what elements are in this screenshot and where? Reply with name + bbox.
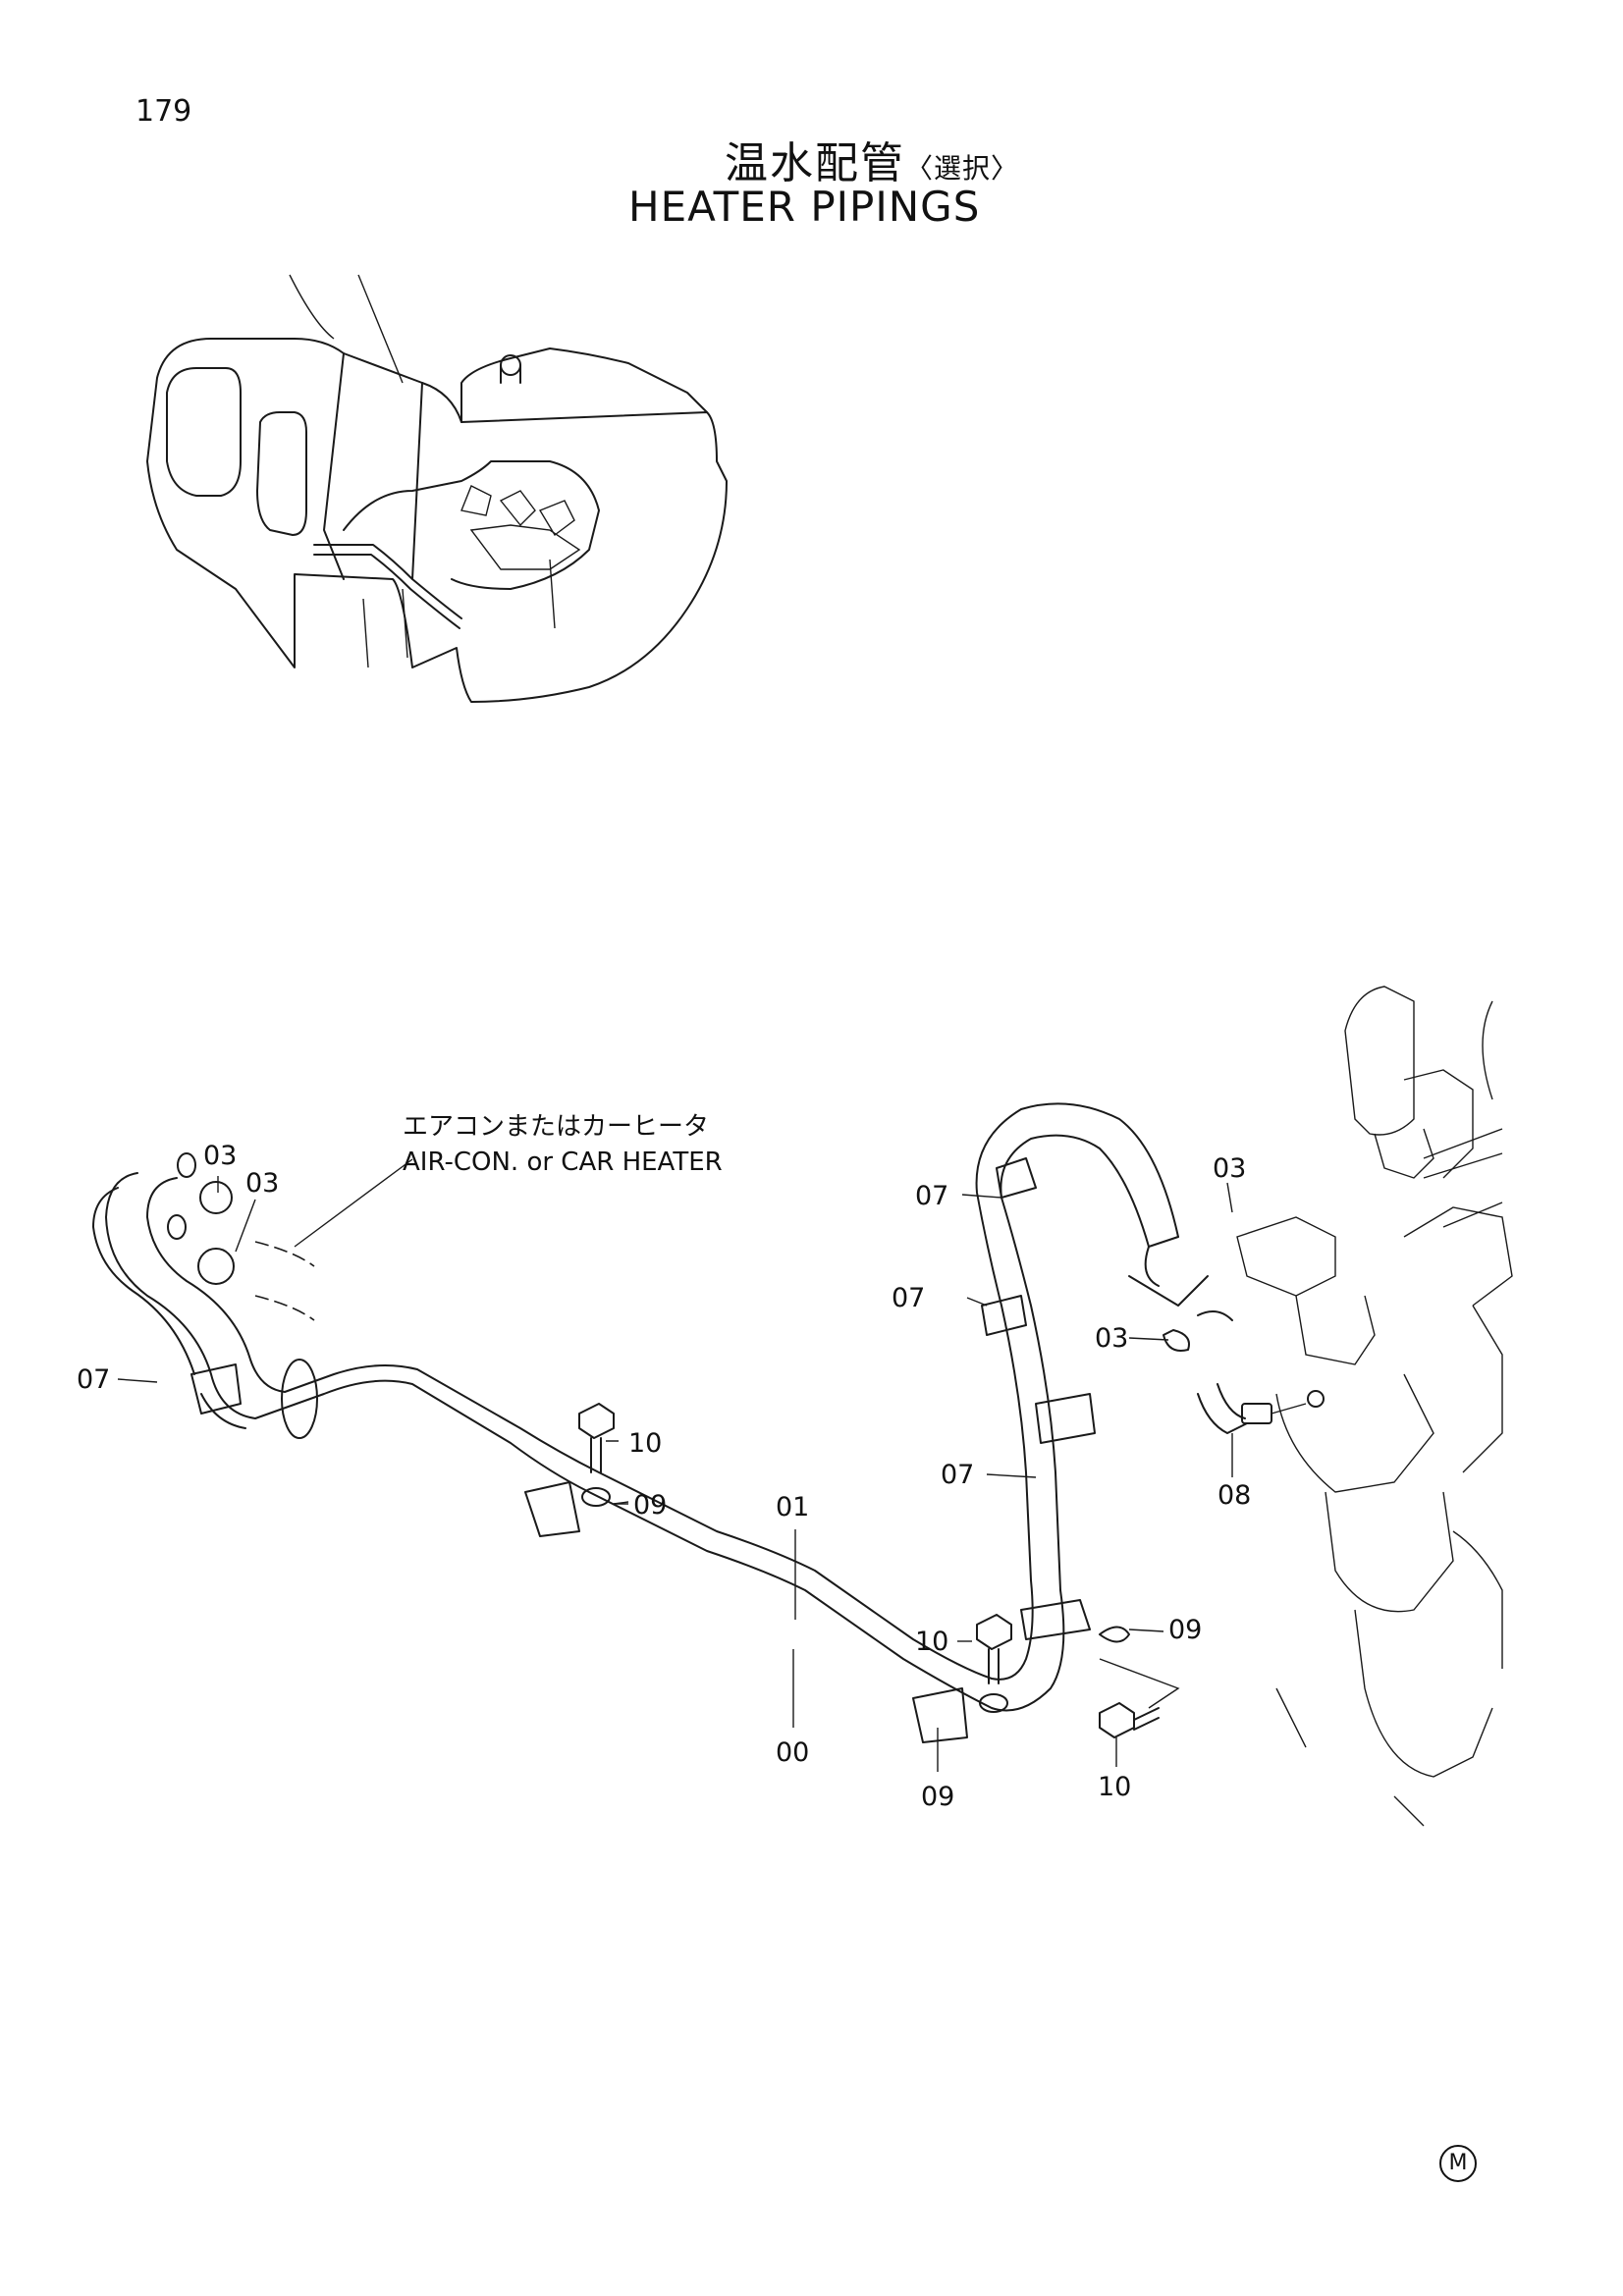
part-label-01: 01 [776,1492,810,1522]
engine-outline [1236,986,1513,1827]
part-label-10: 10 [1098,1772,1132,1802]
callout-leader-line [294,1158,413,1248]
excavator-overview [146,274,728,703]
page-title-en: HEATER PIPINGS [628,183,981,231]
bolt-3 [1099,1702,1160,1738]
part-label-03: 03 [203,1141,238,1171]
part-label-00: 00 [776,1737,810,1768]
m-mark-badge: M [1439,2145,1477,2182]
page-number: 179 [135,94,192,129]
part-label-09: 09 [1168,1615,1203,1645]
clamps-and-bolts [190,1157,1233,1743]
part-label-10: 10 [915,1627,949,1657]
part-label-09: 09 [633,1490,668,1521]
air-con-callout: エアコンまたはカーヒータ AIR-CON. or CAR HEATER [403,1109,723,1180]
callout-en: AIR-CON. or CAR HEATER [403,1148,723,1177]
heater-hose-assembly [92,1102,1325,1712]
part-label-03: 03 [245,1168,280,1199]
part-label-07: 07 [915,1181,949,1211]
part-label-08: 08 [1217,1480,1252,1511]
part-label-07: 07 [892,1283,926,1313]
title-jp-sub: 〈選択〉 [905,152,1020,185]
part-label-10: 10 [628,1428,663,1459]
page-title-jp: 温水配管〈選択〉 [725,128,1019,190]
part-label-07: 07 [941,1460,975,1490]
label-leader-lines [117,1176,1233,1772]
title-jp-main: 温水配管 [725,138,905,188]
callout-jp: エアコンまたはカーヒータ [403,1112,710,1142]
part-label-09: 09 [921,1782,955,1812]
bolt-1 [578,1403,615,1507]
part-label-03: 03 [1095,1323,1129,1354]
part-label-07: 07 [77,1364,111,1395]
part-label-03: 03 [1213,1153,1247,1184]
bolt-2 [976,1614,1012,1713]
